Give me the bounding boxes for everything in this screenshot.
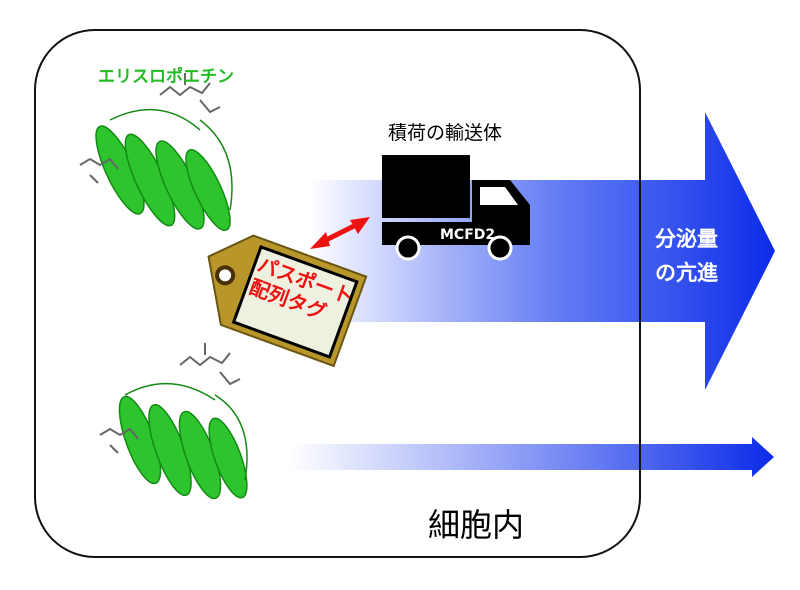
passport-tag-icon (207, 234, 368, 368)
truck-icon (382, 155, 530, 261)
cell-label: 細胞内 (428, 506, 525, 544)
result-label-line2: の亢進 (655, 261, 718, 285)
cell-boundary (34, 29, 641, 558)
result-label: 分泌量 の亢進 (655, 222, 718, 290)
glycan-icon (79, 73, 221, 184)
result-label-line1: 分泌量 (655, 227, 718, 251)
protein-label: エリスロポエチン (98, 67, 234, 87)
protein-icon (95, 108, 233, 232)
transporter-label: 積荷の輸送体 (388, 122, 503, 144)
glycan-icon (99, 343, 241, 454)
protein-icon (118, 382, 248, 500)
small-secretion-arrow (290, 437, 774, 477)
binding-double-arrow (310, 217, 370, 249)
truck-label: MCFD2 (440, 227, 496, 243)
